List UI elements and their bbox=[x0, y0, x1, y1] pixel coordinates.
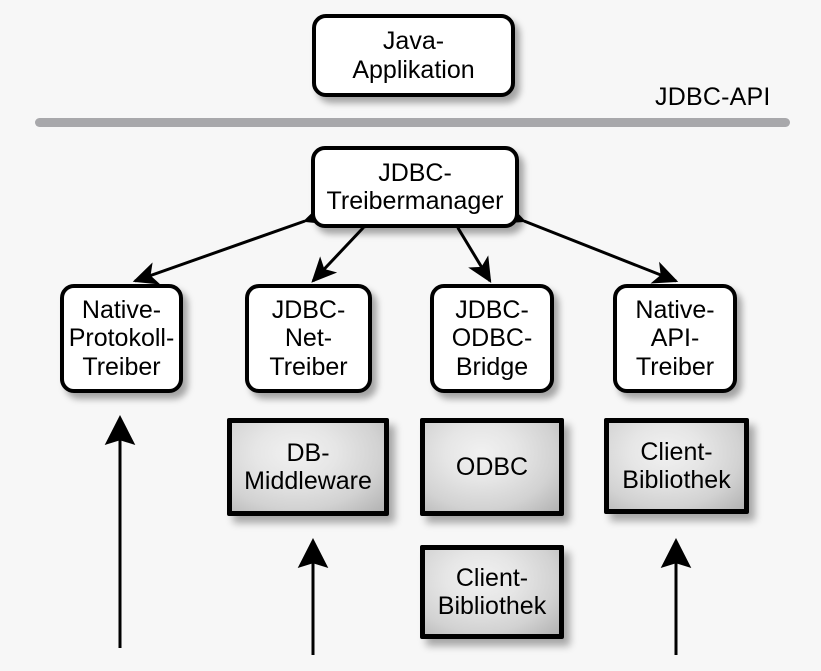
node-native-api-driver[interactable]: Native- API- Treiber bbox=[613, 284, 737, 393]
node-client-library-odbc[interactable]: Client- Bibliothek bbox=[420, 545, 564, 639]
node-java-application[interactable]: Java- Applikation bbox=[312, 14, 515, 97]
node-jdbc-odbc-bridge[interactable]: JDBC- ODBC- Bridge bbox=[430, 284, 554, 393]
jdbc-api-divider bbox=[35, 118, 790, 127]
connector-manager-jdbc-net bbox=[311, 203, 388, 283]
node-native-protocol-driver[interactable]: Native- Protokoll- Treiber bbox=[60, 284, 183, 393]
jdbc-api-label: JDBC-API bbox=[655, 83, 771, 111]
node-db-middleware[interactable]: DB- Middleware bbox=[227, 418, 389, 516]
connector-manager-native-protocol bbox=[132, 202, 331, 285]
connector-manager-native-api bbox=[498, 201, 679, 284]
node-client-library-native-api[interactable]: Client- Bibliothek bbox=[604, 418, 749, 514]
connector-manager-jdbc-odbc bbox=[436, 202, 492, 284]
node-odbc[interactable]: ODBC bbox=[420, 418, 564, 516]
node-jdbc-net-driver[interactable]: JDBC- Net- Treiber bbox=[245, 284, 372, 393]
node-jdbc-driver-manager[interactable]: JDBC- Treibermanager bbox=[311, 146, 519, 228]
